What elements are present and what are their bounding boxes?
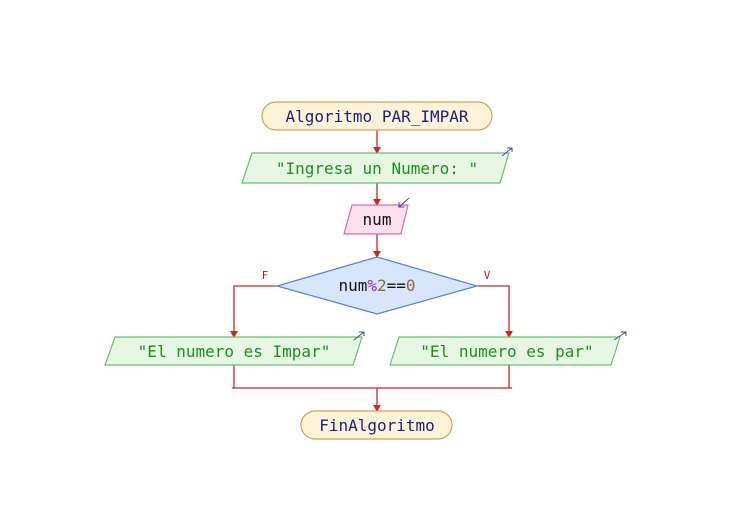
- decision-zero: 0: [406, 276, 416, 295]
- output-impar[interactable]: "El numero es Impar": [104, 331, 365, 366]
- input-num[interactable]: num: [343, 197, 410, 235]
- output-par-text: "El numero es par": [420, 342, 593, 361]
- input-num-text: num: [363, 210, 392, 229]
- svg-text:Algoritmo PAR_IMPAR: Algoritmo PAR_IMPAR: [285, 107, 468, 126]
- connector-decision-true: [477, 285, 513, 338]
- output-impar-text: "El numero es Impar": [138, 342, 331, 361]
- algorithm-name: PAR_IMPAR: [382, 107, 469, 126]
- start-keyword: Algoritmo: [285, 107, 372, 126]
- input-arrow-icon: [398, 197, 410, 208]
- end-text: FinAlgoritmo: [319, 416, 435, 435]
- end-terminal[interactable]: FinAlgoritmo: [300, 410, 453, 440]
- branch-true-label: V: [484, 269, 491, 282]
- output-par[interactable]: "El numero es par": [389, 331, 627, 366]
- decision-op: %: [367, 276, 377, 295]
- output-arrow-icon: [501, 147, 513, 157]
- output-prompt-text: "Ingresa un Numero: ": [276, 159, 478, 178]
- decision-even-odd[interactable]: num%2==0: [274, 256, 480, 315]
- connector-decision-false: [230, 285, 277, 338]
- start-terminal[interactable]: Algoritmo PAR_IMPAR: [261, 101, 493, 131]
- connectors: [230, 130, 513, 412]
- output-par-arrow-icon: [613, 331, 627, 341]
- decision-num: 2: [377, 276, 387, 295]
- decision-var: num: [338, 276, 367, 295]
- decision-cmp: ==: [387, 276, 406, 295]
- output-prompt[interactable]: "Ingresa un Numero: ": [241, 147, 513, 184]
- output-impar-arrow-icon: [353, 331, 365, 341]
- decision-condition: num%2==0: [338, 276, 415, 295]
- branch-false-label: F: [262, 269, 269, 282]
